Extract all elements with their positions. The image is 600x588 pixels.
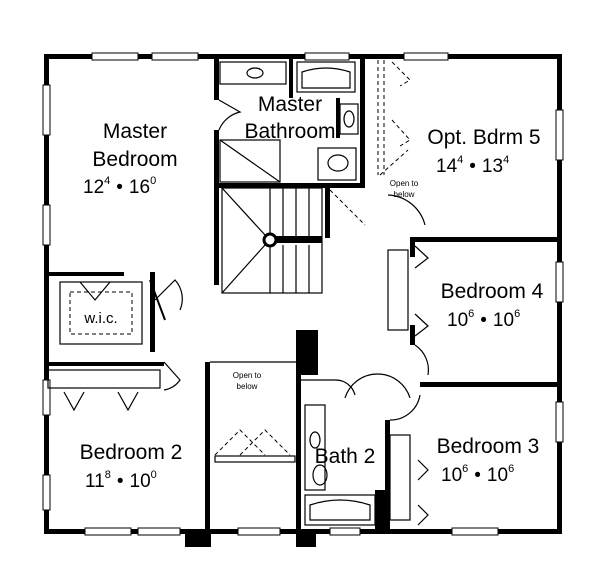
opt-bdrm5-closet bbox=[377, 60, 411, 176]
bedroom4-depth-ft: 10 bbox=[493, 310, 514, 331]
room-labels: Master Bedroom 124•160 Master Bathroom O… bbox=[80, 93, 544, 492]
bath2-fixtures bbox=[304, 404, 376, 526]
opt-bdrm5-depth-in: 4 bbox=[503, 154, 509, 166]
master-bedroom-width-in: 4 bbox=[104, 175, 110, 187]
bedroom3-dims: 106•106 bbox=[441, 463, 514, 486]
bedroom4-separator: • bbox=[480, 310, 487, 331]
bath2-label: Bath 2 bbox=[315, 445, 376, 468]
master-bedroom-dims: 124 • 160 bbox=[83, 175, 156, 198]
open-to-below-1-line2: below bbox=[394, 190, 415, 199]
bedroom4-width-in: 6 bbox=[468, 308, 474, 320]
wic-closet bbox=[59, 279, 166, 345]
bedroom3-depth-in: 6 bbox=[508, 463, 514, 475]
open-to-below-1-line1: Open to bbox=[390, 179, 419, 188]
master-bathroom-label-1: Master bbox=[258, 93, 322, 116]
staircase bbox=[221, 187, 366, 294]
bedroom3-width-ft: 10 bbox=[441, 465, 462, 486]
master-bedroom-width-ft: 12 bbox=[83, 177, 104, 198]
open-to-below-area bbox=[210, 361, 296, 463]
opt-bdrm5-width-in: 4 bbox=[457, 154, 463, 166]
master-bedroom-label-2: Bedroom bbox=[92, 148, 177, 171]
master-bath-fixtures bbox=[219, 61, 359, 183]
open-to-below-2-line1: Open to bbox=[233, 371, 262, 380]
master-bedroom-label-1: Master bbox=[103, 120, 167, 143]
opt-bdrm5-dims: 144•134 bbox=[436, 154, 509, 177]
open-to-below-2-line2: below bbox=[237, 382, 258, 391]
bedroom3-width-in: 6 bbox=[462, 463, 468, 475]
interior-walls bbox=[44, 58, 562, 534]
bedroom4-width-ft: 10 bbox=[447, 310, 468, 331]
opt-bdrm5-separator: • bbox=[469, 156, 476, 177]
bedroom2-label: Bedroom 2 bbox=[80, 441, 183, 464]
bedroom4-depth-in: 6 bbox=[514, 308, 520, 320]
opt-bdrm5-label: Opt. Bdrm 5 bbox=[427, 126, 540, 149]
master-bedroom-depth-in: 0 bbox=[150, 175, 156, 187]
bedroom-closets-right bbox=[387, 245, 429, 526]
bedroom2-separator: • bbox=[117, 471, 124, 492]
opt-bdrm5-depth-ft: 13 bbox=[482, 156, 503, 177]
windows bbox=[42, 52, 564, 536]
bedroom2-dims: 118 • 100 bbox=[85, 469, 157, 492]
bedroom2-width-in: 8 bbox=[105, 469, 111, 481]
bedroom2-depth-ft: 10 bbox=[130, 471, 151, 492]
bedroom2-closet bbox=[47, 369, 161, 412]
bedroom3-depth-ft: 10 bbox=[487, 465, 508, 486]
bedroom2-depth-in: 0 bbox=[151, 469, 157, 481]
master-bedroom-depth-ft: 16 bbox=[129, 177, 150, 198]
bedroom4-dims: 106•106 bbox=[447, 308, 520, 331]
wic-label: w.i.c. bbox=[83, 310, 117, 327]
bedroom3-label: Bedroom 3 bbox=[437, 435, 540, 458]
opt-bdrm5-width-ft: 14 bbox=[436, 156, 458, 177]
bedroom2-width-ft: 11 bbox=[85, 471, 105, 492]
master-bedroom-separator: • bbox=[116, 177, 123, 198]
bedroom4-label: Bedroom 4 bbox=[441, 280, 544, 303]
doors bbox=[154, 99, 430, 421]
master-bathroom-label-2: Bathroom bbox=[244, 120, 335, 143]
bedroom3-separator: • bbox=[474, 465, 481, 486]
